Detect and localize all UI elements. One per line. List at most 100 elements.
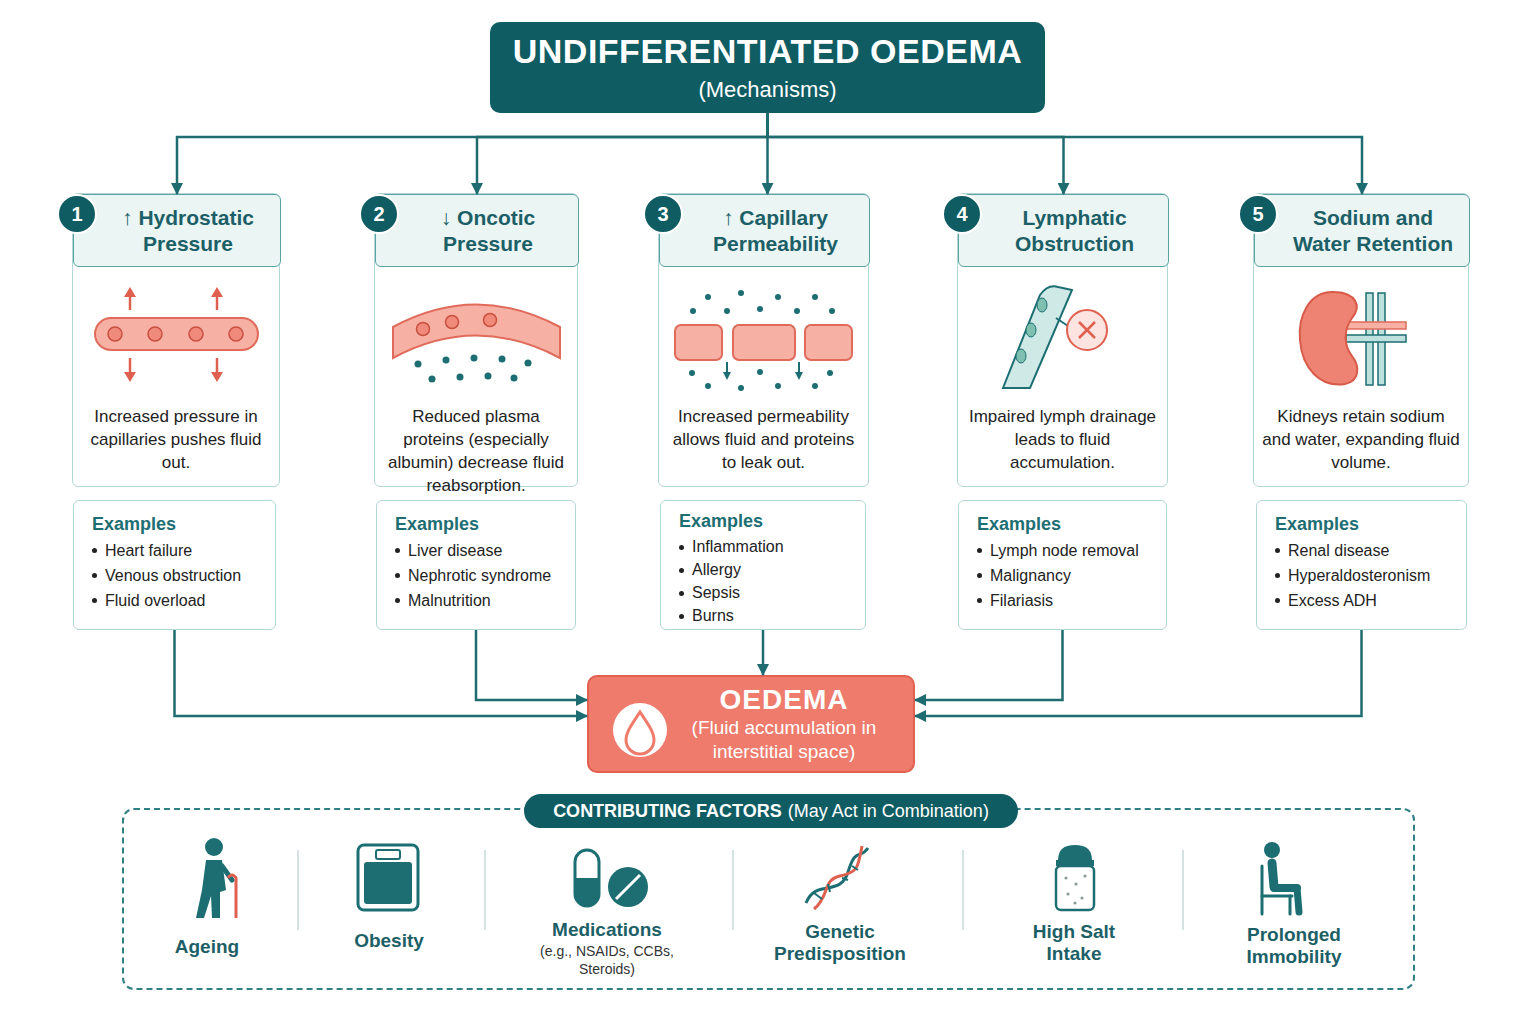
lymph-vessel-icon bbox=[1003, 286, 1107, 388]
immobility-icon bbox=[1261, 866, 1264, 914]
permeability-vessel-icon bbox=[738, 290, 744, 296]
title-text: UNDIFFERENTIATED OEDEMA bbox=[513, 32, 1023, 71]
permeability-vessel-icon bbox=[723, 372, 731, 380]
example-item: Burns bbox=[679, 604, 857, 627]
permeability-vessel-icon bbox=[827, 370, 833, 376]
hydrostatic-vessel-icon bbox=[95, 318, 258, 350]
salt-shaker-icon bbox=[1056, 860, 1094, 866]
permeability-vessel-icon bbox=[689, 370, 695, 376]
factor-separator bbox=[962, 850, 964, 930]
number-text: 2 bbox=[373, 204, 384, 224]
dna-icon bbox=[842, 878, 848, 880]
connector-arrow bbox=[476, 630, 587, 700]
mechanism-card: Increased pressure in capillaries pushes… bbox=[72, 193, 280, 487]
ageing-icon bbox=[196, 838, 236, 918]
ageing-icon bbox=[222, 866, 232, 880]
permeability-vessel-icon bbox=[812, 294, 818, 300]
examples-heading: Examples bbox=[977, 513, 1158, 535]
example-item: Malignancy bbox=[977, 563, 1158, 588]
example-item: Malnutrition bbox=[395, 588, 567, 613]
permeability-vessel-icon bbox=[775, 383, 781, 389]
hydrostatic-vessel-icon bbox=[108, 327, 122, 341]
pill-text: (May Act in Combination) bbox=[788, 801, 989, 822]
factor-label: Ageing bbox=[147, 936, 267, 958]
permeability-vessel-icon bbox=[775, 294, 781, 300]
description-text: Kidneys retain sodium and water, expandi… bbox=[1262, 405, 1460, 474]
dna-icon bbox=[852, 866, 858, 870]
oncotic-vessel-icon bbox=[415, 361, 422, 368]
dna-icon bbox=[814, 846, 862, 909]
immobility-icon bbox=[1262, 842, 1299, 914]
dna-icon bbox=[828, 884, 830, 892]
kidney-icon bbox=[1366, 293, 1373, 385]
connector-arrow bbox=[768, 113, 1363, 194]
example-item: Sepsis bbox=[679, 581, 857, 604]
obesity-scale-icon bbox=[358, 845, 418, 910]
example-item: Inflammation bbox=[679, 535, 857, 558]
oncotic-vessel-icon bbox=[525, 360, 532, 367]
oncotic-vessel-icon bbox=[457, 374, 464, 381]
permeability-vessel-icon bbox=[757, 306, 763, 312]
description-text: Increased pressure in capillaries pushes… bbox=[81, 405, 271, 474]
permeability-vessel-icon bbox=[812, 383, 818, 389]
oncotic-vessel-icon bbox=[484, 314, 497, 327]
examples-heading: Examples bbox=[679, 510, 857, 532]
obesity-scale-icon bbox=[358, 845, 418, 910]
obesity-scale-icon bbox=[364, 862, 412, 904]
oncotic-vessel-icon bbox=[511, 375, 518, 382]
factors-panel: AgeingObesityMedications(e.g., NSAIDs, C… bbox=[122, 808, 1415, 990]
header-text: Sodium and Water Retention bbox=[1285, 205, 1461, 257]
salt-shaker-icon bbox=[1066, 892, 1069, 895]
connector-arrow bbox=[915, 630, 1063, 700]
connector-arrow bbox=[762, 630, 765, 675]
ageing-icon bbox=[205, 838, 223, 856]
salt-shaker-icon bbox=[1064, 876, 1067, 879]
factor-separator bbox=[298, 850, 1183, 930]
lymph-vessel-icon bbox=[1079, 322, 1095, 338]
immobility-icon bbox=[1297, 888, 1299, 912]
hydrostatic-vessel-icon bbox=[124, 372, 136, 382]
examples-box: ExamplesLiver diseaseNephrotic syndromeM… bbox=[376, 500, 576, 630]
step-number: 5 bbox=[1238, 194, 1278, 234]
salt-shaker-icon bbox=[1058, 845, 1092, 860]
example-item: Filariasis bbox=[977, 588, 1158, 613]
step-number: 3 bbox=[643, 194, 683, 234]
permeability-vessel-icon bbox=[733, 325, 795, 360]
salt-shaker-icon bbox=[1056, 845, 1094, 910]
connector-arrow bbox=[768, 113, 1064, 194]
outcome-box: OEDEMA(Fluid accumulation in interstitia… bbox=[587, 675, 915, 773]
permeability-vessel-icon bbox=[805, 325, 852, 360]
permeability-vessel-icon bbox=[690, 308, 696, 314]
hydrostatic-vessel-icon bbox=[124, 287, 136, 297]
immobility-icon bbox=[1274, 884, 1297, 892]
number-text: 4 bbox=[956, 204, 967, 224]
oncotic-vessel-icon bbox=[446, 316, 459, 329]
factor-separator bbox=[297, 850, 299, 930]
factor-label: High Salt Intake bbox=[1019, 921, 1129, 965]
salt-shaker-icon bbox=[1073, 901, 1076, 904]
oncotic-vessel-icon bbox=[499, 356, 506, 363]
ageing-icon bbox=[196, 860, 226, 918]
factor-label: Medications bbox=[532, 919, 682, 941]
lymph-vessel-icon bbox=[1003, 286, 1072, 388]
example-item: Liver disease bbox=[395, 538, 567, 563]
medication-icon bbox=[616, 875, 640, 899]
mechanism-header: ↑ Hydrostatic Pressure1 bbox=[73, 194, 281, 267]
examples-box: ExamplesInflammationAllergySepsisBurns bbox=[660, 500, 866, 630]
mechanism-card: Reduced plasma proteins (especially albu… bbox=[374, 193, 578, 487]
medication-icon bbox=[575, 850, 648, 907]
hydrostatic-vessel-icon bbox=[216, 358, 219, 376]
hydrostatic-vessel-icon bbox=[211, 287, 223, 297]
immobility-icon bbox=[1262, 895, 1292, 898]
connector-arrow bbox=[915, 630, 1362, 716]
examples-heading: Examples bbox=[395, 513, 567, 535]
immobility-icon bbox=[1264, 842, 1280, 858]
lymph-vessel-icon bbox=[1056, 318, 1068, 326]
kidney-icon bbox=[1346, 322, 1406, 329]
mechanism-card: Kidneys retain sodium and water, expandi… bbox=[1253, 193, 1469, 487]
medication-icon bbox=[575, 850, 599, 906]
example-item: Renal disease bbox=[1275, 538, 1458, 563]
factor-separator bbox=[1182, 850, 1184, 930]
salt-shaker-icon bbox=[1080, 896, 1083, 899]
description-text: Increased permeability allows fluid and … bbox=[667, 405, 860, 474]
